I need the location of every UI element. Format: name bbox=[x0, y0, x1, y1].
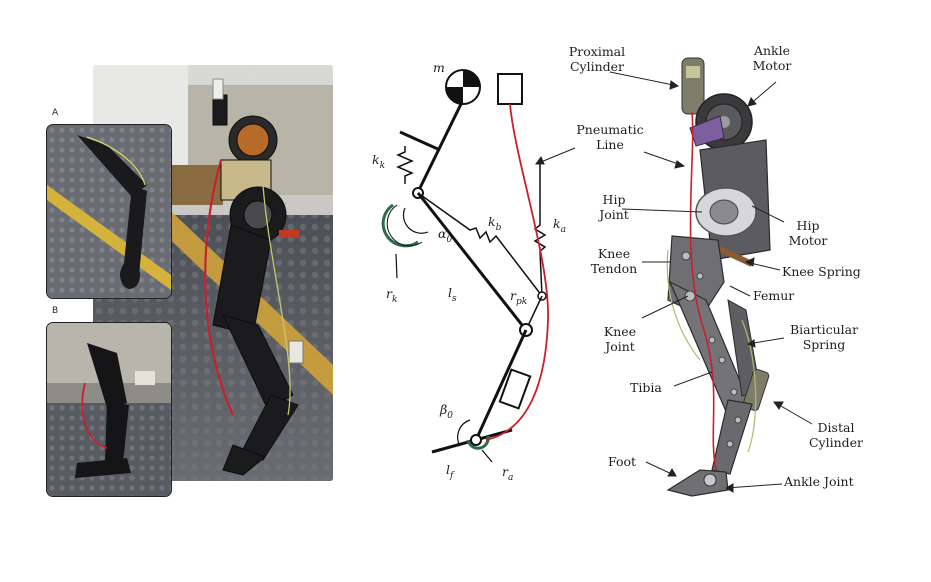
label-knee-spring: Knee Spring bbox=[782, 264, 861, 279]
beta0-arc bbox=[457, 419, 471, 447]
rk-pointer bbox=[395, 253, 398, 279]
cad-pneumatic-line bbox=[689, 111, 717, 471]
shank-link bbox=[416, 192, 528, 331]
rk-symbol: rk bbox=[386, 286, 397, 305]
pneumatic-line-schematic bbox=[485, 103, 549, 441]
ra-symbol: ra bbox=[502, 464, 513, 483]
inset-a-drawing bbox=[47, 125, 171, 298]
cad-lower-tibia bbox=[711, 399, 753, 475]
knee-spring bbox=[396, 146, 414, 184]
label-femur: Femur bbox=[753, 288, 794, 303]
inset-b-photo bbox=[46, 322, 172, 497]
thigh-link bbox=[416, 103, 463, 193]
ls-symbol: ls bbox=[448, 285, 457, 304]
label-foot: Foot bbox=[608, 454, 636, 469]
cad-ankle-motor-bracket bbox=[689, 115, 725, 147]
schematic-model bbox=[381, 69, 549, 463]
inset-b-drawing bbox=[47, 323, 171, 496]
ankle-spring-ka bbox=[533, 160, 547, 297]
beta0-symbol: β0 bbox=[439, 402, 453, 421]
lower-shank-link bbox=[474, 329, 528, 441]
label-ankle-joint: Ankle Joint bbox=[783, 474, 854, 489]
lf-symbol: lf bbox=[446, 462, 455, 481]
knee-spring-bracket bbox=[399, 130, 441, 152]
cad-foot bbox=[666, 469, 729, 497]
ankle-joint-node bbox=[470, 434, 482, 446]
distal-cylinder-box bbox=[498, 368, 532, 410]
biarticular-spring-kb bbox=[417, 192, 543, 297]
cad-knee-tendon bbox=[666, 249, 701, 361]
alpha0-symbol: α0 bbox=[438, 226, 452, 245]
knee-pulley-arc bbox=[381, 203, 419, 248]
label-tibia: Tibia bbox=[630, 380, 662, 395]
point-mass-symbol bbox=[445, 69, 481, 105]
mass-symbol: m bbox=[433, 60, 445, 75]
inset-b-label: B bbox=[52, 306, 59, 316]
kk-symbol: kk bbox=[372, 152, 385, 171]
kb-symbol: kb bbox=[488, 214, 502, 233]
ka-symbol: ka bbox=[553, 216, 566, 235]
rpk-symbol: rpk bbox=[510, 288, 527, 307]
proximal-cylinder-box bbox=[497, 73, 523, 105]
inset-a-label: A bbox=[52, 108, 59, 118]
cad-ankle-joint bbox=[703, 473, 717, 487]
inset-a-photo bbox=[46, 124, 172, 299]
ra-pointer bbox=[481, 449, 493, 463]
leader-lines bbox=[535, 71, 813, 493]
alpha0-arc bbox=[402, 207, 429, 234]
cad-leg-model bbox=[666, 57, 771, 497]
